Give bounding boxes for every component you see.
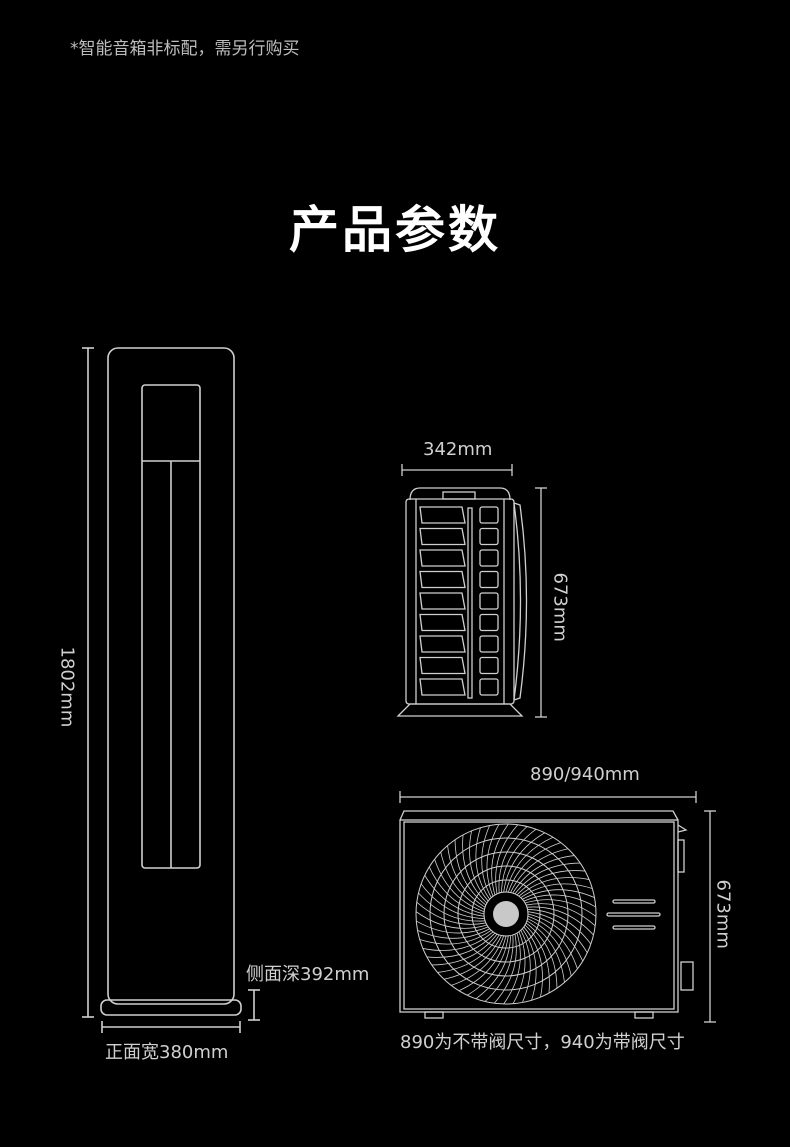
fan-blade-line bbox=[503, 832, 545, 893]
fan-blade-line bbox=[527, 911, 588, 953]
indoor-width-label: 正面宽380mm bbox=[105, 1042, 229, 1063]
fan-blade-line bbox=[486, 824, 500, 897]
fan-blade-line bbox=[416, 901, 486, 925]
fan-blade-line bbox=[495, 824, 519, 894]
outdoor-side-drawing bbox=[396, 464, 547, 718]
fan-blade-line bbox=[523, 894, 596, 908]
fan-blade-line bbox=[526, 920, 565, 983]
louver-slot bbox=[479, 656, 499, 675]
fan-blade-line bbox=[419, 930, 492, 945]
fan-blade-line bbox=[527, 913, 584, 962]
fan-blade-line bbox=[428, 866, 485, 915]
fan-blade-line bbox=[467, 935, 509, 996]
outdoor-side-width-label: 342mm bbox=[423, 439, 493, 460]
fan-ring bbox=[457, 865, 555, 963]
outdoor-side-height-label: 673mm bbox=[549, 572, 571, 642]
louver-slot bbox=[479, 678, 499, 696]
fan-blade-line bbox=[527, 918, 572, 977]
louver-slot bbox=[479, 592, 499, 610]
fan-blade-line bbox=[507, 842, 561, 893]
fan-blade-line bbox=[424, 875, 485, 917]
fan-blade-line bbox=[475, 827, 490, 900]
fan-blade-line bbox=[524, 899, 597, 917]
fan-blade-line bbox=[510, 848, 569, 893]
outdoor-front-height-label: 673mm bbox=[712, 879, 734, 949]
fan-blade-line bbox=[522, 889, 595, 900]
fan-blade-line bbox=[512, 931, 526, 1004]
fan-blade-line bbox=[431, 933, 498, 966]
fan-blade-line bbox=[524, 924, 550, 994]
louver-slat bbox=[419, 506, 466, 524]
louver-slat bbox=[419, 527, 466, 546]
fan-blade-line bbox=[512, 855, 575, 894]
fan-blade-line bbox=[526, 903, 596, 927]
fan-blade-line bbox=[527, 915, 578, 969]
fan-blade-line bbox=[525, 922, 558, 989]
fan-blade-line bbox=[422, 931, 494, 951]
louver-slot bbox=[479, 549, 499, 567]
louver-slat bbox=[419, 592, 466, 610]
louver-slot bbox=[479, 506, 499, 524]
louver-slot bbox=[479, 635, 499, 653]
fan-blade-line bbox=[426, 932, 496, 958]
fan-ring bbox=[443, 851, 569, 977]
fan-blade-line bbox=[526, 906, 594, 936]
louver-slat bbox=[419, 678, 466, 696]
fan-blade-line bbox=[416, 920, 489, 934]
fan-blade-line bbox=[527, 909, 592, 945]
indoor-depth-label: 侧面深392mm bbox=[246, 964, 370, 985]
fan-blade-line bbox=[434, 859, 485, 913]
fan-blade-line bbox=[437, 934, 500, 973]
note-text: *智能音箱非标配，需另行购买 bbox=[70, 39, 300, 59]
fan-ring bbox=[429, 837, 583, 991]
fan-blade-line bbox=[522, 928, 537, 1001]
louver-slat bbox=[419, 570, 466, 589]
fan-ring bbox=[415, 823, 597, 1005]
fan-blade-line bbox=[505, 836, 554, 893]
fan-blade-line bbox=[475, 935, 511, 1000]
fan-blade-line bbox=[417, 928, 490, 939]
outdoor-front-drawing bbox=[399, 791, 716, 1023]
fan-blade-line bbox=[462, 834, 488, 904]
fan-blade-line bbox=[523, 926, 543, 998]
fan-blade-line bbox=[516, 870, 586, 896]
fan-blade-line bbox=[491, 823, 509, 896]
fan-blade-line bbox=[518, 877, 590, 897]
fan-blade-line bbox=[484, 934, 514, 1002]
indoor-height-label: 1802mm bbox=[56, 646, 78, 728]
fan-blade-line bbox=[503, 932, 521, 1005]
louver-slat bbox=[419, 549, 466, 567]
fan-blade-line bbox=[458, 935, 507, 992]
fan-blade-line bbox=[520, 883, 593, 898]
louver-slot bbox=[479, 570, 499, 589]
fan-blade-line bbox=[447, 845, 486, 908]
fan-blade-line bbox=[493, 934, 517, 1004]
fan-blade-line bbox=[443, 935, 502, 980]
fan-blade-line bbox=[415, 911, 488, 929]
fan-blade-line bbox=[514, 862, 581, 895]
fan-blade-line bbox=[451, 935, 505, 986]
louver-slat bbox=[419, 613, 466, 632]
louver-slat bbox=[419, 656, 466, 675]
fan-blade-line bbox=[454, 839, 487, 906]
louver-slat bbox=[419, 635, 466, 653]
fan-blade-line bbox=[501, 828, 537, 893]
outdoor-front-width-label: 890/940mm bbox=[530, 764, 640, 785]
outdoor-caption: 890为不带阀尺寸，940为带阀尺寸 bbox=[400, 1032, 685, 1053]
fan-blade-line bbox=[469, 830, 489, 902]
fan-blade-line bbox=[498, 826, 528, 894]
indoor-unit-drawing bbox=[82, 347, 260, 1033]
fan-blade-line bbox=[420, 883, 485, 919]
fan-blade-line bbox=[440, 851, 485, 910]
fan-blade-line bbox=[520, 930, 531, 1003]
louver-slot bbox=[479, 527, 499, 546]
fan-blade-line bbox=[481, 825, 492, 898]
louver-slot bbox=[479, 613, 499, 632]
page-title: 产品参数 bbox=[289, 201, 501, 259]
fan-blade-line bbox=[418, 892, 486, 922]
